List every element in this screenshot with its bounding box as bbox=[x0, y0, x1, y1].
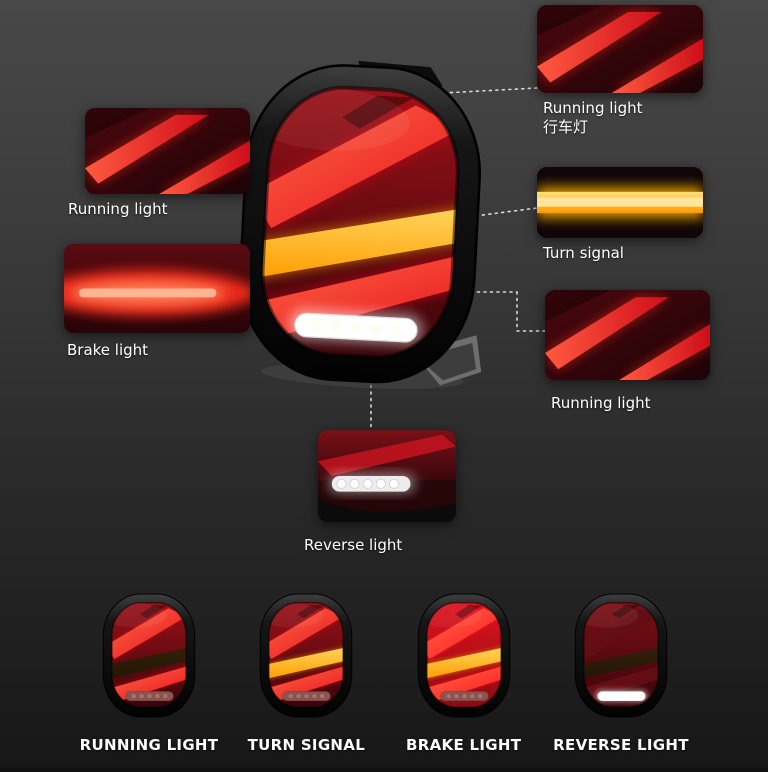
taillight-mode-label: TURN SIGNAL bbox=[247, 736, 366, 754]
taillight-mode-image bbox=[97, 592, 201, 720]
main-taillight-image bbox=[230, 50, 490, 400]
callout-label-running-top-right: Running light 行车灯 bbox=[543, 99, 642, 137]
taillight-mode-thumbnail: RUNNING LIGHT bbox=[76, 592, 222, 754]
mode-thumbnails-row: RUNNING LIGHT bbox=[76, 592, 694, 754]
taillight-mode-thumbnail: TURN SIGNAL bbox=[233, 592, 379, 754]
callout-label-running-right: Running light bbox=[551, 394, 651, 412]
taillight-mode-image bbox=[569, 592, 673, 720]
callout-label-turn-signal: Turn signal bbox=[543, 244, 624, 262]
callout-label-running-top-left: Running light bbox=[68, 200, 168, 218]
taillight-mode-label: REVERSE LIGHT bbox=[553, 736, 689, 754]
inset-brake-light bbox=[64, 244, 250, 333]
inset-running-light-top-left bbox=[85, 108, 250, 194]
taillight-mode-image bbox=[254, 592, 358, 720]
inset-reverse-light bbox=[318, 430, 456, 522]
inset-turn-signal bbox=[537, 167, 703, 238]
callout-label-running-top-right-en: Running light bbox=[543, 99, 643, 117]
taillight-mode-thumbnail: BRAKE LIGHT bbox=[391, 592, 537, 754]
inset-running-light-top-right bbox=[537, 5, 703, 93]
taillight-mode-thumbnail: REVERSE LIGHT bbox=[548, 592, 694, 754]
callout-label-reverse: Reverse light bbox=[304, 536, 403, 554]
taillight-mode-label: BRAKE LIGHT bbox=[406, 736, 522, 754]
inset-running-light-right bbox=[545, 290, 710, 380]
taillight-mode-label: RUNNING LIGHT bbox=[79, 736, 219, 754]
callout-label-running-top-right-cn: 行车灯 bbox=[543, 117, 589, 136]
callout-label-brake: Brake light bbox=[67, 341, 149, 359]
taillight-mode-image bbox=[412, 592, 516, 720]
